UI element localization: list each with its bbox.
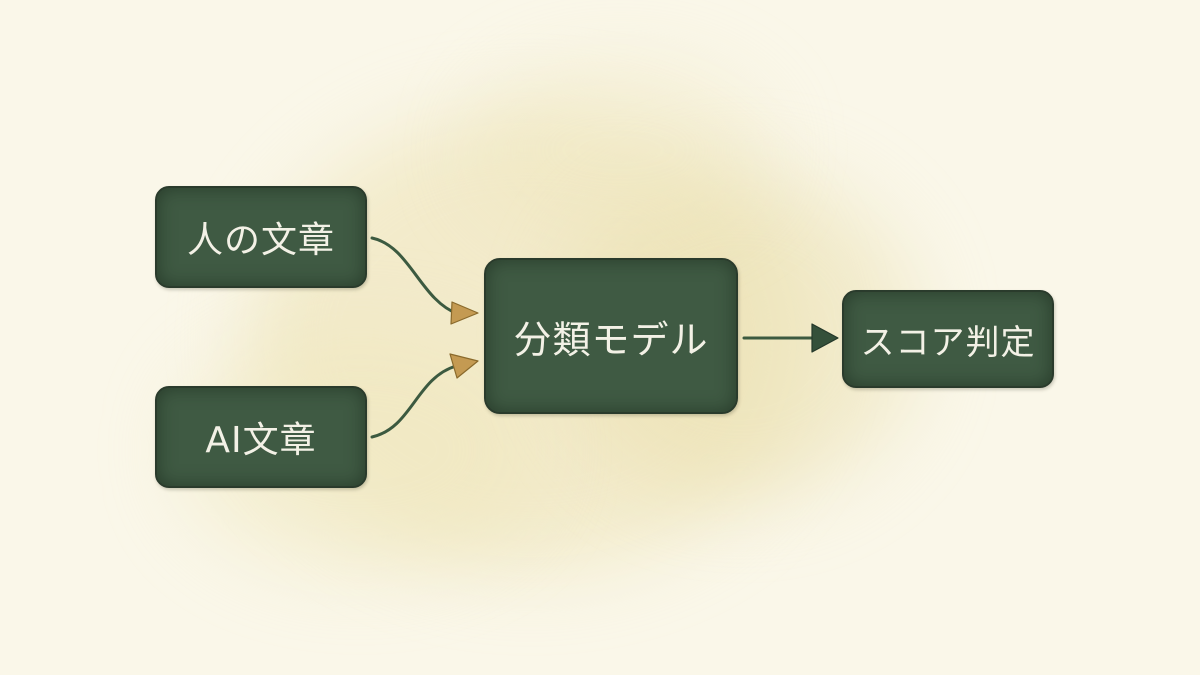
node-human-text-label: 人の文章 bbox=[186, 220, 335, 261]
node-ai-text-label: AI文章 bbox=[205, 420, 317, 461]
arrowhead-human-to-model bbox=[450, 301, 479, 325]
node-classification-model: 分類モデル bbox=[484, 258, 738, 414]
edge-human-to-model bbox=[370, 236, 460, 316]
node-score-judgment: スコア判定 bbox=[842, 290, 1054, 388]
arrowhead-ai-to-model bbox=[449, 353, 479, 379]
node-human-text: 人の文章 bbox=[155, 186, 367, 288]
edge-ai-to-model bbox=[370, 364, 458, 439]
node-classification-model-label: 分類モデル bbox=[513, 317, 709, 362]
node-ai-text: AI文章 bbox=[155, 386, 367, 488]
node-score-judgment-label: スコア判定 bbox=[860, 322, 1036, 363]
arrowhead-model-to-score bbox=[811, 323, 839, 353]
